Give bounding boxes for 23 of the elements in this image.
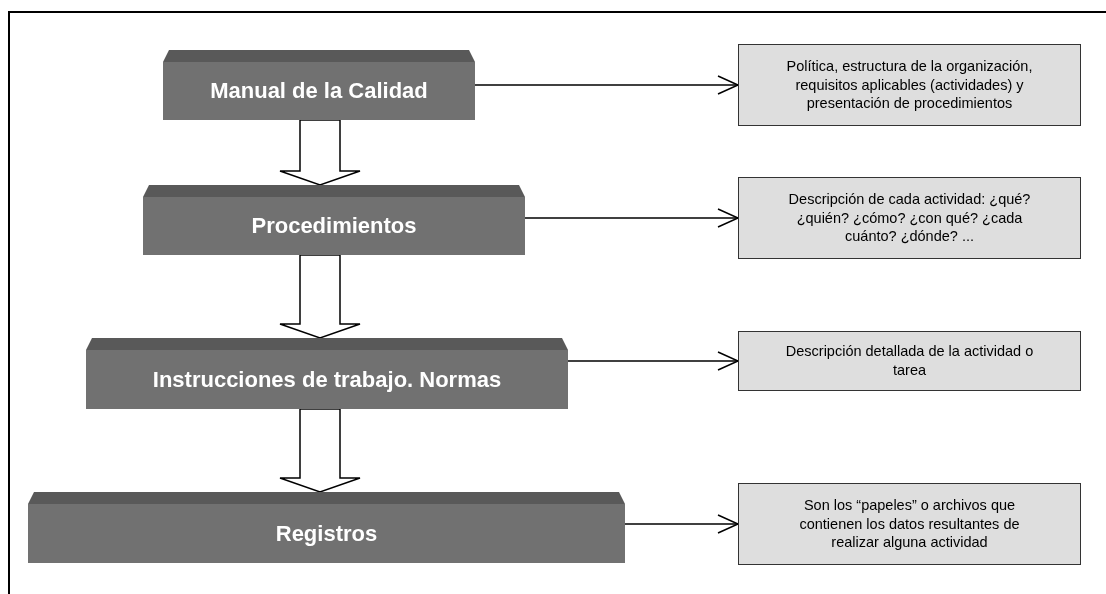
arrow [474,75,739,95]
description-text: Descripción de cada actividad: ¿qué? ¿quién? ¿cómo? ¿con qué? ¿cada cuánto? ¿dónde? ... [787,189,1032,247]
block-arrow [279,119,361,186]
process-bar [86,338,568,409]
description-box [738,483,1081,565]
description-box [738,44,1081,126]
description-box [738,331,1081,391]
description-text: Son los “papeles” o archivos que contienen los datos resultantes de realizar alguna actividad [798,495,1021,553]
block-arrow [279,254,361,339]
box-title: Manual de la Calidad [210,78,428,104]
process-bar [163,50,475,120]
description-text: Descripción detallada de la actividad o tarea [784,342,1035,380]
arrow [524,208,739,228]
box-title: Procedimientos [251,213,417,239]
box-title: Instrucciones de trabajo. Normas [152,366,502,393]
description-text: Política, estructura de la organización, requisitos aplicables (actividades) y presentación de procedimientos [785,56,1034,114]
arrow [624,514,739,534]
process-bar [143,185,525,255]
arrow [567,351,739,371]
box-title: Registros [275,520,378,547]
block-arrow [279,408,361,493]
process-bar [28,492,625,563]
description-box [738,177,1081,259]
